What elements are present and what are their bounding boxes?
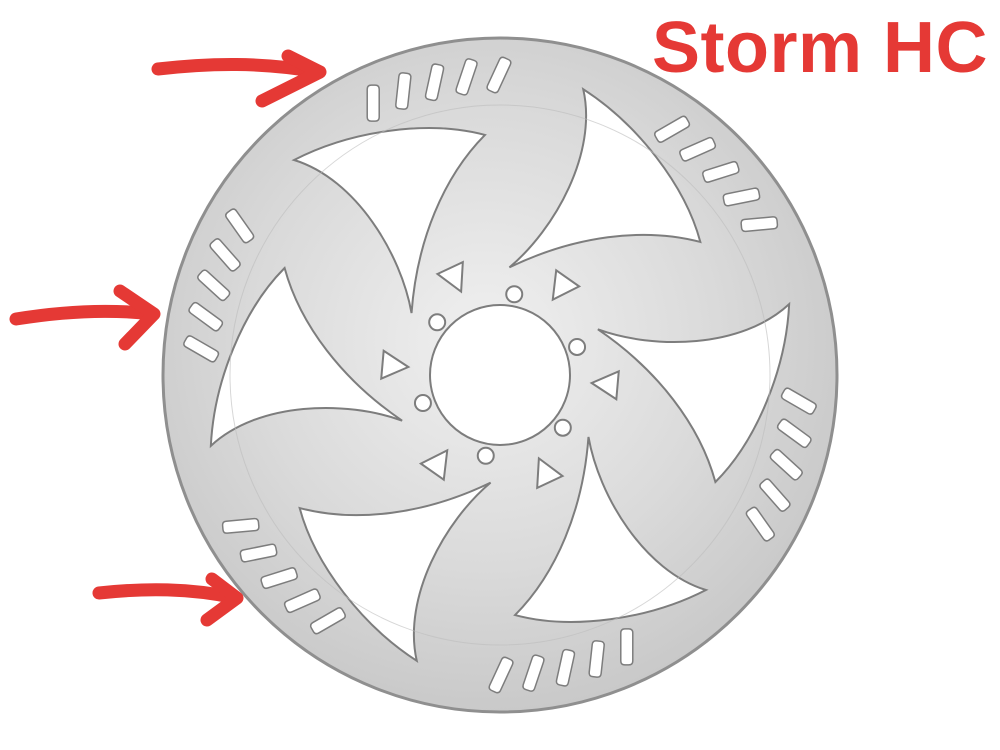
red-arrow-icon — [151, 49, 327, 108]
red-arrow-icon — [92, 572, 244, 627]
brake-disc-rotor-icon — [150, 30, 850, 720]
annotation-arrows — [9, 49, 327, 627]
red-arrow-icon — [9, 284, 161, 351]
product-title: Storm HC — [651, 8, 988, 88]
